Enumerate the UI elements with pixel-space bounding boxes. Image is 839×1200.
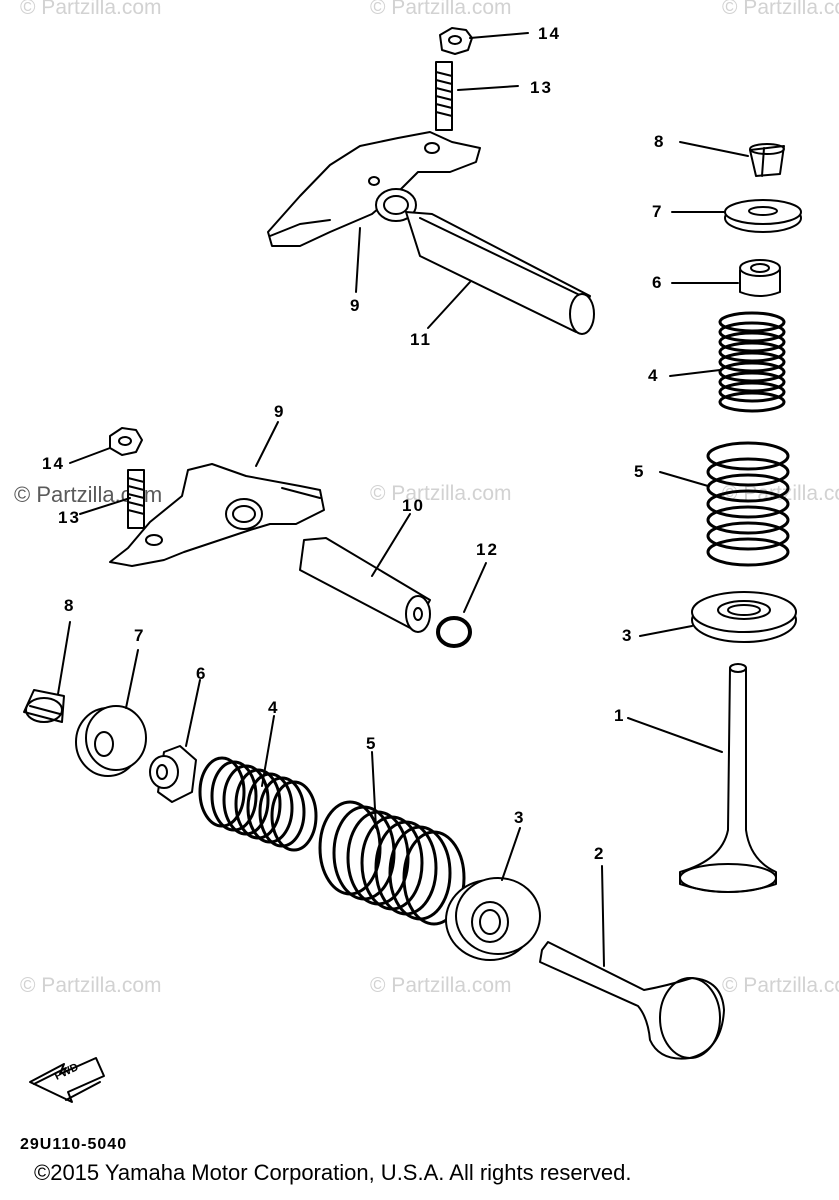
o-ring bbox=[436, 616, 472, 648]
callout-14: 14 bbox=[42, 454, 65, 473]
callout-6: 6 bbox=[196, 664, 208, 683]
spring-coil bbox=[706, 505, 790, 535]
watermark: © Partzilla.com bbox=[20, 974, 162, 997]
inner-spring-right bbox=[718, 311, 786, 413]
spring-coil bbox=[706, 457, 790, 487]
spring-coil bbox=[706, 473, 790, 503]
watermark: © Partzilla.com bbox=[370, 482, 512, 505]
callout-8: 8 bbox=[64, 596, 76, 615]
spring-coil bbox=[706, 441, 790, 471]
callout-12: 12 bbox=[476, 540, 499, 559]
spring-coil bbox=[718, 361, 786, 383]
copyright-notice: ©2015 Yamaha Motor Corporation, U.S.A. A… bbox=[34, 1160, 632, 1185]
stem-seal-right bbox=[739, 259, 781, 297]
spring-coil bbox=[718, 311, 786, 333]
callout-2: 2 bbox=[594, 844, 606, 863]
callout-13: 13 bbox=[58, 508, 81, 527]
watermark: © Partzilla.com bbox=[370, 0, 512, 19]
spring-coil bbox=[718, 351, 786, 373]
rocker-shaft-top bbox=[405, 211, 595, 335]
callout-3: 3 bbox=[622, 626, 634, 645]
rocker-shaft-middle bbox=[299, 537, 431, 633]
diagram-code: 29U110-5040 bbox=[20, 1136, 128, 1153]
callout-3: 3 bbox=[514, 808, 526, 827]
watermark: © Partzilla.com bbox=[20, 0, 162, 19]
spring-seat-right bbox=[691, 591, 797, 643]
spring-coil bbox=[718, 331, 786, 353]
watermark: © Partzilla.com bbox=[722, 482, 839, 505]
callout-8: 8 bbox=[654, 132, 666, 151]
fwd-arrow-icon bbox=[29, 1057, 105, 1103]
nut-middle bbox=[109, 427, 143, 456]
spring-coil bbox=[718, 321, 786, 343]
exhaust-valve bbox=[539, 941, 725, 1060]
callout-5: 5 bbox=[366, 734, 378, 753]
spring-seat-left bbox=[445, 877, 541, 961]
callout-14: 14 bbox=[538, 24, 561, 43]
rocker-arm-top bbox=[267, 131, 481, 247]
intake-valve bbox=[679, 663, 777, 893]
rocker-arm-middle bbox=[109, 463, 325, 567]
callout-4: 4 bbox=[268, 698, 280, 717]
watermark: © Partzilla.com bbox=[722, 0, 839, 19]
watermark: © Partzilla.com bbox=[370, 974, 512, 997]
spring-retainer-left bbox=[75, 705, 147, 777]
spring-coil bbox=[718, 391, 786, 413]
adjusting-screw-middle bbox=[127, 469, 145, 529]
stem-seal-left bbox=[149, 745, 197, 803]
watermark: © Partzilla.com bbox=[722, 974, 839, 997]
callout-13: 13 bbox=[530, 78, 553, 97]
spring-coil bbox=[706, 521, 790, 551]
outer-spring-left bbox=[318, 800, 466, 926]
valve-cotter-right bbox=[749, 143, 785, 177]
callout-1: 1 bbox=[614, 706, 626, 725]
spring-coil bbox=[402, 830, 466, 926]
nut-top bbox=[439, 27, 473, 55]
callout-10: 10 bbox=[402, 496, 425, 515]
spring-coil bbox=[270, 780, 318, 852]
callout-5: 5 bbox=[634, 462, 646, 481]
spring-retainer-right bbox=[724, 199, 802, 233]
spring-coil bbox=[718, 371, 786, 393]
outer-spring-right bbox=[706, 441, 790, 567]
callout-11: 11 bbox=[410, 330, 432, 349]
callout-9: 9 bbox=[274, 402, 286, 421]
adjusting-screw-top bbox=[435, 61, 453, 131]
callout-9: 9 bbox=[350, 296, 362, 315]
spring-coil bbox=[706, 489, 790, 519]
inner-spring-left bbox=[198, 756, 318, 852]
callout-7: 7 bbox=[134, 626, 146, 645]
spring-coil bbox=[718, 341, 786, 363]
callout-6: 6 bbox=[652, 273, 664, 292]
callout-7: 7 bbox=[652, 202, 664, 221]
callout-4: 4 bbox=[648, 366, 660, 385]
spring-coil bbox=[706, 537, 790, 567]
valve-cotter-left bbox=[23, 689, 65, 723]
spring-coil bbox=[718, 381, 786, 403]
